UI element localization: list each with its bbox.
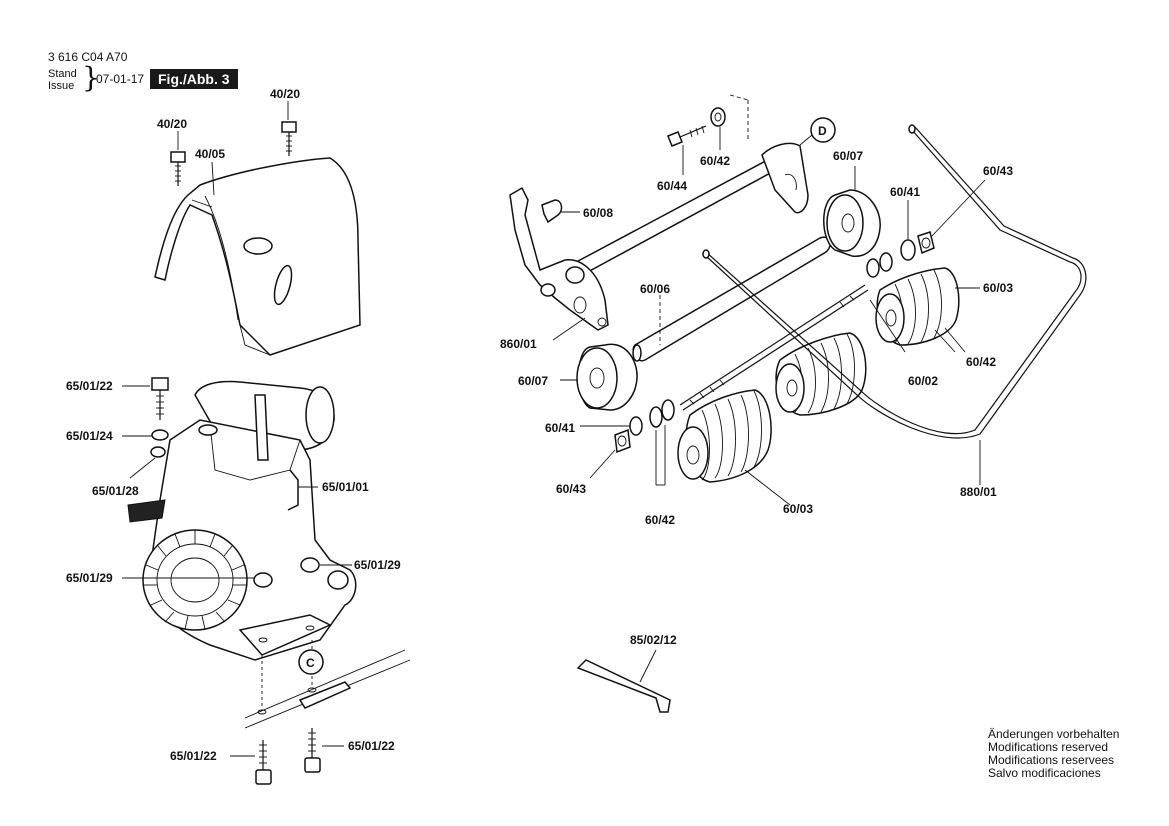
- stand-label: Stand: [48, 68, 77, 80]
- document-number: 3 616 C04 A70: [48, 50, 128, 64]
- stand-issue-label: Stand Issue: [48, 68, 77, 92]
- callout-60-41-a: 60/41: [890, 185, 920, 199]
- wheel-60-07-right: [823, 189, 881, 257]
- callout-60-07-a: 60/07: [833, 149, 863, 163]
- callout-60-42-b: 60/42: [966, 355, 996, 369]
- callout-65-01-22-c: 65/01/22: [348, 739, 395, 753]
- wheel-60-07-left: [576, 343, 638, 411]
- callout-60-02: 60/02: [908, 374, 938, 388]
- modification-notes: Änderungen vorbehalten Modifications res…: [988, 728, 1119, 780]
- cover-assembly: [154, 101, 361, 356]
- callout-40-20-b: 40/20: [157, 117, 187, 131]
- callout-65-01-28: 65/01/28: [92, 484, 139, 498]
- callout-60-06: 60/06: [640, 282, 670, 296]
- callout-65-01-22-a: 65/01/22: [66, 379, 113, 393]
- bolt-65-01-22-top: [151, 377, 169, 420]
- callout-60-03-a: 60/03: [983, 281, 1013, 295]
- callout-65-01-29-a: 65/01/29: [66, 571, 113, 585]
- callout-60-44: 60/44: [657, 179, 687, 193]
- bolt-65-01-22-bottom-right: [304, 728, 321, 773]
- issue-date: 07-01-17: [96, 72, 145, 86]
- callout-65-01-29-b: 65/01/29: [354, 558, 401, 572]
- roller-60-03-upper: [875, 267, 960, 346]
- callout-60-08: 60/08: [583, 206, 613, 220]
- callout-40-05: 40/05: [195, 147, 225, 161]
- callout-880-01: 880/01: [960, 485, 997, 499]
- screw-40-20-left: [170, 151, 186, 186]
- callout-60-41-b: 60/41: [545, 421, 575, 435]
- figure-label: Fig./Abb. 3: [150, 69, 238, 89]
- note-line-fr: Modifications reservees: [988, 753, 1115, 767]
- bolt-65-01-22-bottom-left: [255, 740, 272, 785]
- callout-D: D: [818, 124, 827, 138]
- callout-85-02-12: 85/02/12: [630, 633, 677, 647]
- callout-60-42-a: 60/42: [700, 154, 730, 168]
- callout-60-07-b: 60/07: [518, 374, 548, 388]
- note-line-de: Änderungen vorbehalten: [988, 727, 1120, 741]
- bolt-60-44: [667, 125, 707, 147]
- roller-60-03-lower: [677, 389, 772, 483]
- callout-60-03-b: 60/03: [783, 502, 813, 516]
- callout-60-43-a: 60/43: [983, 164, 1013, 178]
- callout-40-20-a: 40/20: [270, 87, 300, 101]
- engine-assembly: [122, 377, 411, 785]
- callout-labels: 40/20 40/20 40/05 65/01/22 65/01/24 65/0…: [66, 87, 1013, 763]
- callout-860-01: 860/01: [500, 337, 537, 351]
- callout-65-01-01: 65/01/01: [322, 480, 369, 494]
- callout-65-01-22-b: 65/01/22: [170, 749, 217, 763]
- issue-label: Issue: [48, 80, 75, 92]
- callout-60-42-c: 60/42: [645, 513, 675, 527]
- roller-assembly: [509, 94, 1087, 713]
- brace-glyph: }: [82, 61, 100, 94]
- screw-40-20-right: [281, 121, 297, 156]
- note-line-en: Modifications reserved: [988, 740, 1109, 754]
- callout-60-43-b: 60/43: [556, 482, 586, 496]
- callout-C: C: [306, 656, 315, 670]
- callout-65-01-24: 65/01/24: [66, 429, 113, 443]
- note-line-es: Salvo modificaciones: [988, 766, 1101, 780]
- roller-60-03-middle: [775, 332, 867, 416]
